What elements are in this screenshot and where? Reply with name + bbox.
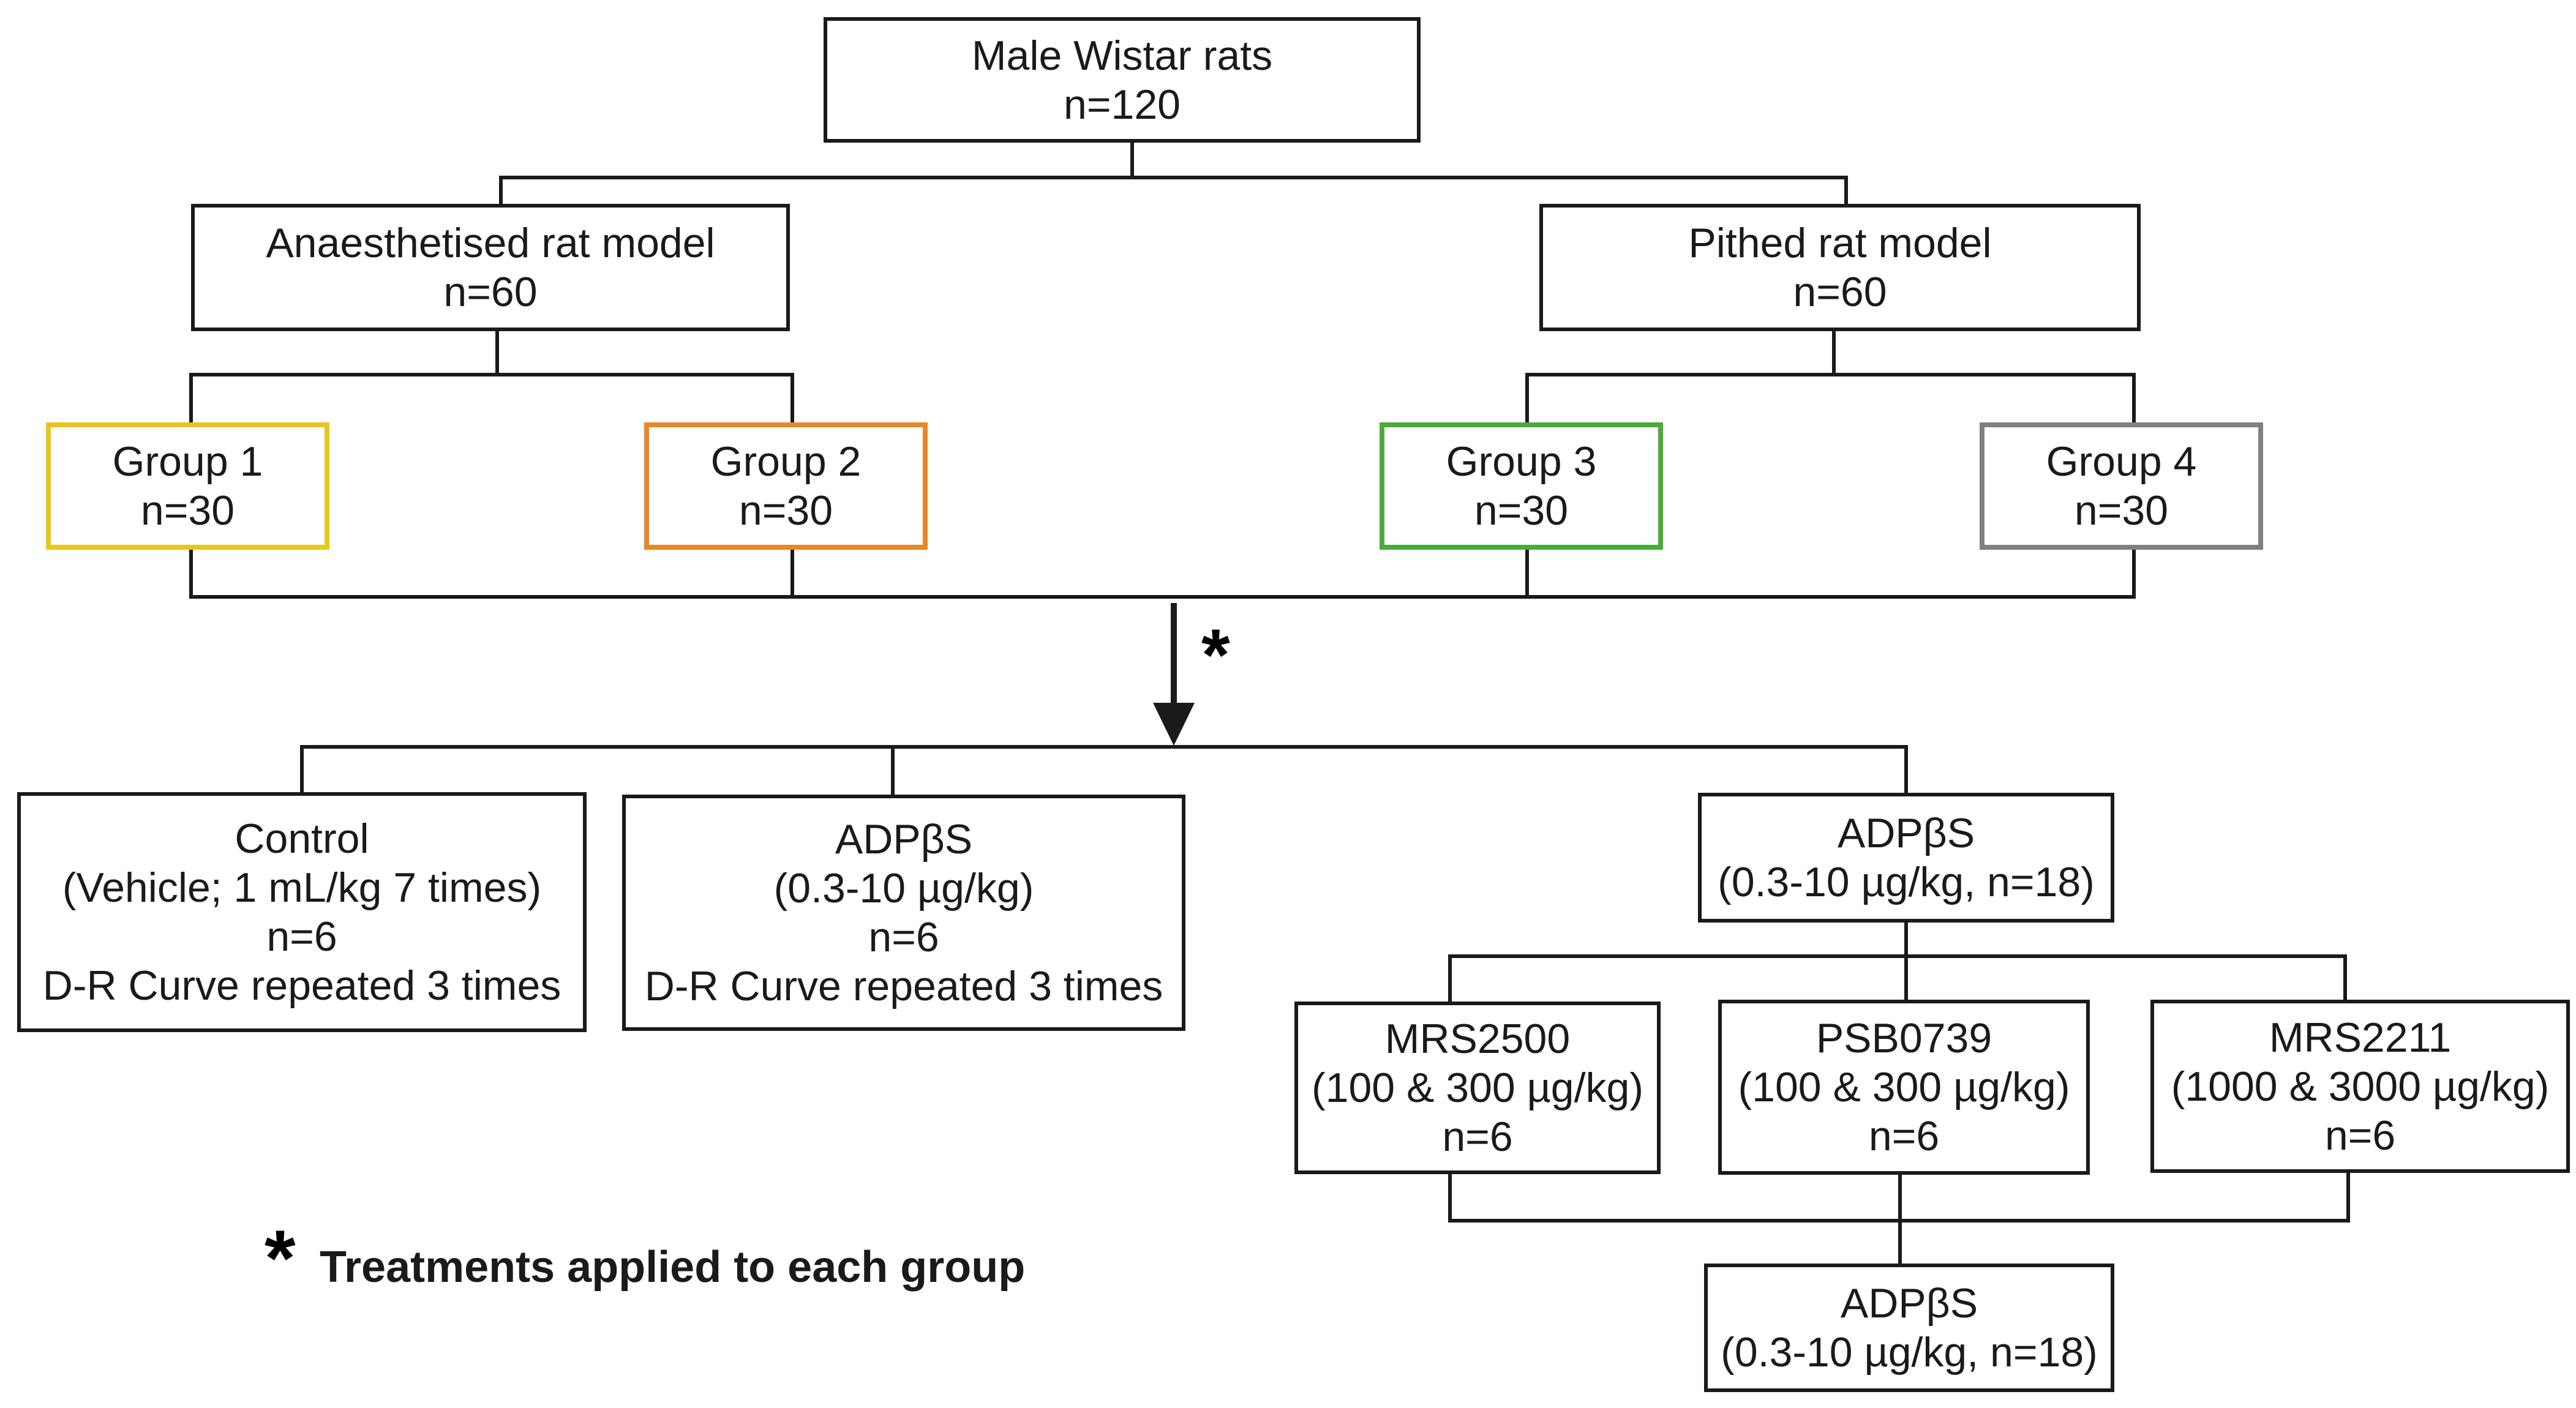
mrs2211-dose: (1000 & 3000 µg/kg) bbox=[2171, 1063, 2550, 1110]
anaesthetised-model-box: Anaesthetised rat model n=60 bbox=[191, 204, 790, 331]
group-2-box: Group 2 n=30 bbox=[644, 422, 928, 550]
group-4-label: Group 4 bbox=[2046, 438, 2197, 485]
adp-second-label: ADPβS bbox=[1840, 1280, 1978, 1327]
root-box-male-wistar-rats: Male Wistar rats n=120 bbox=[824, 17, 1421, 143]
adp-curve-n: n=6 bbox=[868, 914, 939, 961]
control-n: n=6 bbox=[266, 913, 337, 960]
group-2-n: n=30 bbox=[738, 487, 833, 534]
group-3-label: Group 3 bbox=[1446, 438, 1597, 485]
psb0739-n: n=6 bbox=[1868, 1113, 1940, 1159]
adp-second-box: ADPβS (0.3-10 µg/kg, n=18) bbox=[1704, 1264, 2114, 1392]
adp-curve-dose: (0.3-10 µg/kg) bbox=[773, 865, 1034, 912]
adp-first-dose: (0.3-10 µg/kg, n=18) bbox=[1718, 859, 2095, 905]
group-1-n: n=30 bbox=[140, 487, 235, 534]
pithed-n: n=60 bbox=[1793, 269, 1887, 315]
adp-curve-note: D-R Curve repeated 3 times bbox=[644, 963, 1163, 1009]
adp-first-label: ADPβS bbox=[1837, 810, 1975, 856]
adp-second-dose: (0.3-10 µg/kg, n=18) bbox=[1721, 1329, 2098, 1376]
mrs2211-n: n=6 bbox=[2324, 1112, 2396, 1159]
psb0739-dose: (100 & 300 µg/kg) bbox=[1738, 1064, 2070, 1110]
footnote-text: Treatments applied to each group bbox=[320, 1243, 1026, 1292]
root-n: n=120 bbox=[1064, 81, 1181, 128]
group-3-n: n=30 bbox=[1474, 487, 1569, 534]
anaesthetised-label: Anaesthetised rat model bbox=[266, 220, 715, 266]
control-note: D-R Curve repeated 3 times bbox=[42, 962, 561, 1009]
treatment-arrow-head bbox=[1153, 703, 1195, 746]
footnote: * Treatments applied to each group bbox=[265, 1218, 1122, 1304]
control-label: Control bbox=[235, 815, 369, 862]
group-4-n: n=30 bbox=[2074, 487, 2169, 534]
mrs2211-box: MRS2211 (1000 & 3000 µg/kg) n=6 bbox=[2150, 1000, 2570, 1173]
adp-curve-label: ADPβS bbox=[835, 816, 973, 863]
mrs2500-n: n=6 bbox=[1442, 1114, 1513, 1160]
root-label: Male Wistar rats bbox=[971, 32, 1273, 79]
mrs2500-label: MRS2500 bbox=[1384, 1016, 1571, 1062]
group-3-box: Group 3 n=30 bbox=[1380, 422, 1663, 550]
group-4-box: Group 4 n=30 bbox=[1980, 422, 2263, 550]
control-dose: (Vehicle; 1 mL/kg 7 times) bbox=[62, 864, 542, 911]
mrs2211-label: MRS2211 bbox=[2269, 1014, 2452, 1061]
treatment-arrow-marker: * bbox=[1201, 614, 1230, 696]
adp-first-box: ADPβS (0.3-10 µg/kg, n=18) bbox=[1698, 793, 2114, 923]
anaesthetised-n: n=60 bbox=[443, 269, 538, 315]
control-treatment-box: Control (Vehicle; 1 mL/kg 7 times) n=6 D… bbox=[17, 792, 587, 1032]
group-1-box: Group 1 n=30 bbox=[46, 422, 329, 550]
group-1-label: Group 1 bbox=[112, 438, 263, 485]
mrs2500-box: MRS2500 (100 & 300 µg/kg) n=6 bbox=[1294, 1002, 1661, 1174]
pithed-label: Pithed rat model bbox=[1688, 220, 1992, 266]
pithed-model-box: Pithed rat model n=60 bbox=[1539, 204, 2141, 331]
footnote-marker: * bbox=[265, 1213, 296, 1303]
adp-curve-treatment-box: ADPβS (0.3-10 µg/kg) n=6 D-R Curve repea… bbox=[622, 795, 1185, 1031]
group-2-label: Group 2 bbox=[710, 438, 862, 485]
psb0739-label: PSB0739 bbox=[1816, 1015, 1992, 1062]
psb0739-box: PSB0739 (100 & 300 µg/kg) n=6 bbox=[1718, 1000, 2090, 1175]
mrs2500-dose: (100 & 300 µg/kg) bbox=[1312, 1065, 1643, 1111]
